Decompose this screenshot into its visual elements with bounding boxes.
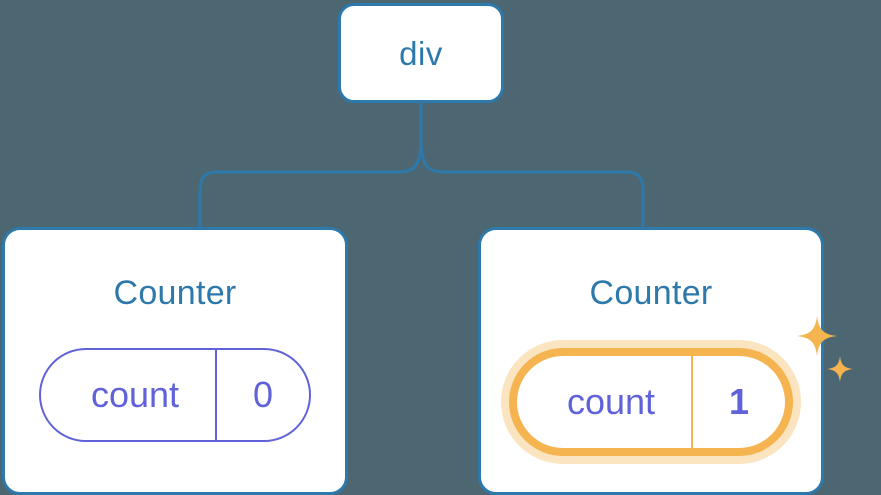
- state-pill-left-key: count: [41, 350, 217, 440]
- node-counter-right[interactable]: Counter count 1: [478, 227, 853, 495]
- state-pill-wrap-left: count 0: [39, 348, 311, 442]
- state-pill-right-value: 1: [728, 381, 750, 422]
- state-pill-right[interactable]: count 1: [509, 348, 793, 456]
- state-pill-left[interactable]: count 0: [39, 348, 311, 442]
- state-pill-wrap-right: count 1: [509, 316, 853, 456]
- connector-right-branch: [419, 101, 645, 229]
- node-counter-left[interactable]: Counter count 0: [2, 227, 348, 495]
- state-pill-left-value: 0: [252, 374, 274, 415]
- node-counter-left-title: Counter: [113, 274, 237, 312]
- node-div-title: div: [399, 34, 443, 72]
- connector-left-branch: [198, 101, 423, 229]
- state-pill-right-key: count: [517, 356, 693, 448]
- node-div[interactable]: div: [338, 3, 504, 103]
- node-counter-right-title: Counter: [589, 274, 713, 312]
